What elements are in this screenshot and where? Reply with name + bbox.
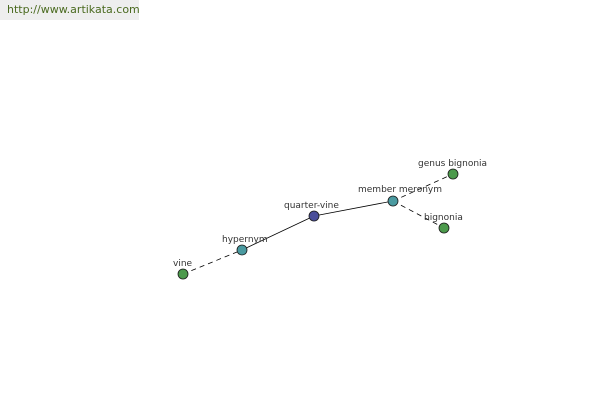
node-label-bignonia: bignonia	[424, 213, 463, 223]
node-quarter-vine[interactable]	[308, 210, 320, 222]
edge-member-meronym-genus-bignonia	[392, 173, 454, 202]
node-label-vine: vine	[173, 259, 193, 269]
node-bignonia[interactable]	[438, 222, 450, 234]
edge-member-meronym-bignonia	[392, 200, 445, 229]
node-label-member-meronym: member meronym	[358, 185, 442, 195]
node-genus-bignonia[interactable]	[447, 168, 459, 180]
site-url[interactable]: http://www.artikata.com	[0, 0, 139, 20]
node-label-hypernym: hypernym	[222, 235, 268, 245]
node-hypernym[interactable]	[236, 244, 248, 256]
graph-edges	[182, 173, 454, 275]
edge-quarter-vine-member-meronym	[313, 200, 394, 217]
graph-labels: vine hypernym quarter-vine member meronym ge…	[173, 159, 487, 269]
edge-vine-hypernym	[182, 249, 243, 275]
node-label-quarter-vine: quarter-vine	[284, 201, 339, 211]
edge-hypernym-quarter-vine	[241, 215, 315, 251]
graph-nodes	[177, 168, 459, 280]
node-vine[interactable]	[177, 268, 189, 280]
node-label-genus-bignonia: genus bignonia	[418, 159, 487, 169]
node-member-meronym[interactable]	[387, 195, 399, 207]
